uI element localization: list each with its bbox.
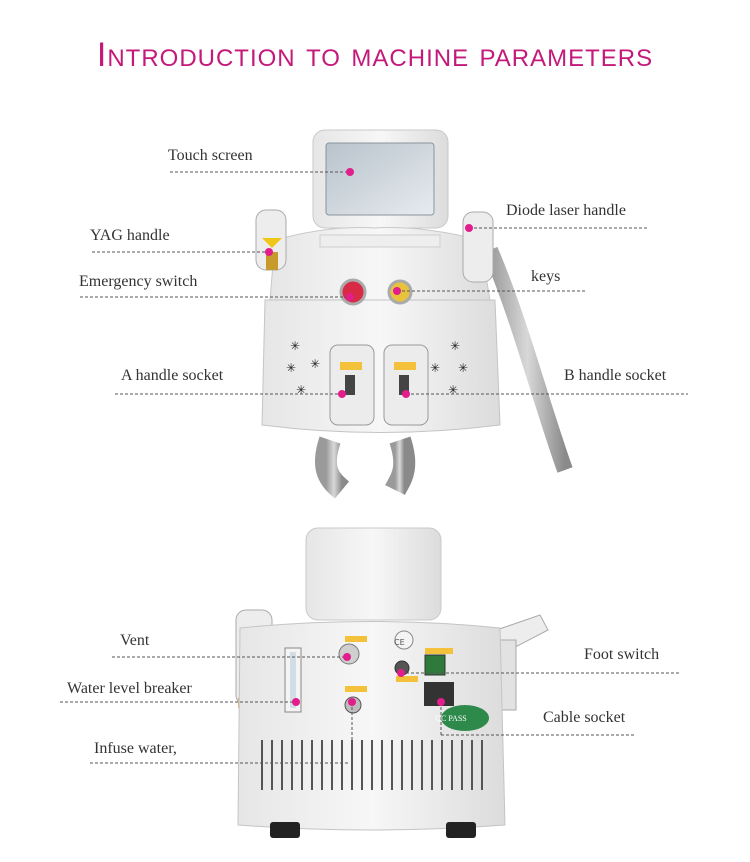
label-foot-switch: Foot switch bbox=[584, 646, 660, 663]
svg-text:✳: ✳ bbox=[448, 383, 458, 397]
svg-text:✳: ✳ bbox=[450, 339, 460, 353]
svg-text:✳: ✳ bbox=[458, 361, 468, 375]
qc-pass-sticker: QC PASS bbox=[435, 714, 467, 723]
label-a-handle-socket: A handle socket bbox=[121, 367, 224, 384]
label-b-handle-socket: B handle socket bbox=[564, 367, 667, 384]
callout-dots bbox=[265, 168, 473, 706]
ce-mark: CE bbox=[394, 638, 405, 647]
label-yag-handle: YAG handle bbox=[90, 227, 170, 244]
back-machine bbox=[235, 527, 549, 838]
label-diode-laser-handle: Diode laser handle bbox=[506, 202, 626, 219]
svg-text:✳: ✳ bbox=[430, 361, 440, 375]
svg-text:✳: ✳ bbox=[286, 361, 296, 375]
label-vent: Vent bbox=[120, 632, 150, 649]
svg-text:✳: ✳ bbox=[290, 339, 300, 353]
front-machine: ✳✳✳✳ ✳✳✳✳ bbox=[255, 129, 573, 499]
label-water-level-breaker: Water level breaker bbox=[67, 680, 192, 697]
label-infuse-water: Infuse water, bbox=[94, 740, 177, 757]
label-emergency-switch: Emergency switch bbox=[79, 273, 198, 290]
label-keys: keys bbox=[531, 268, 561, 285]
svg-text:✳: ✳ bbox=[310, 357, 320, 371]
label-touch-screen: Touch screen bbox=[168, 147, 253, 164]
callout-lines bbox=[60, 171, 688, 764]
label-cable-socket: Cable socket bbox=[543, 709, 626, 726]
svg-text:✳: ✳ bbox=[296, 383, 306, 397]
page-title: Introduction to machine parameters bbox=[96, 36, 654, 74]
